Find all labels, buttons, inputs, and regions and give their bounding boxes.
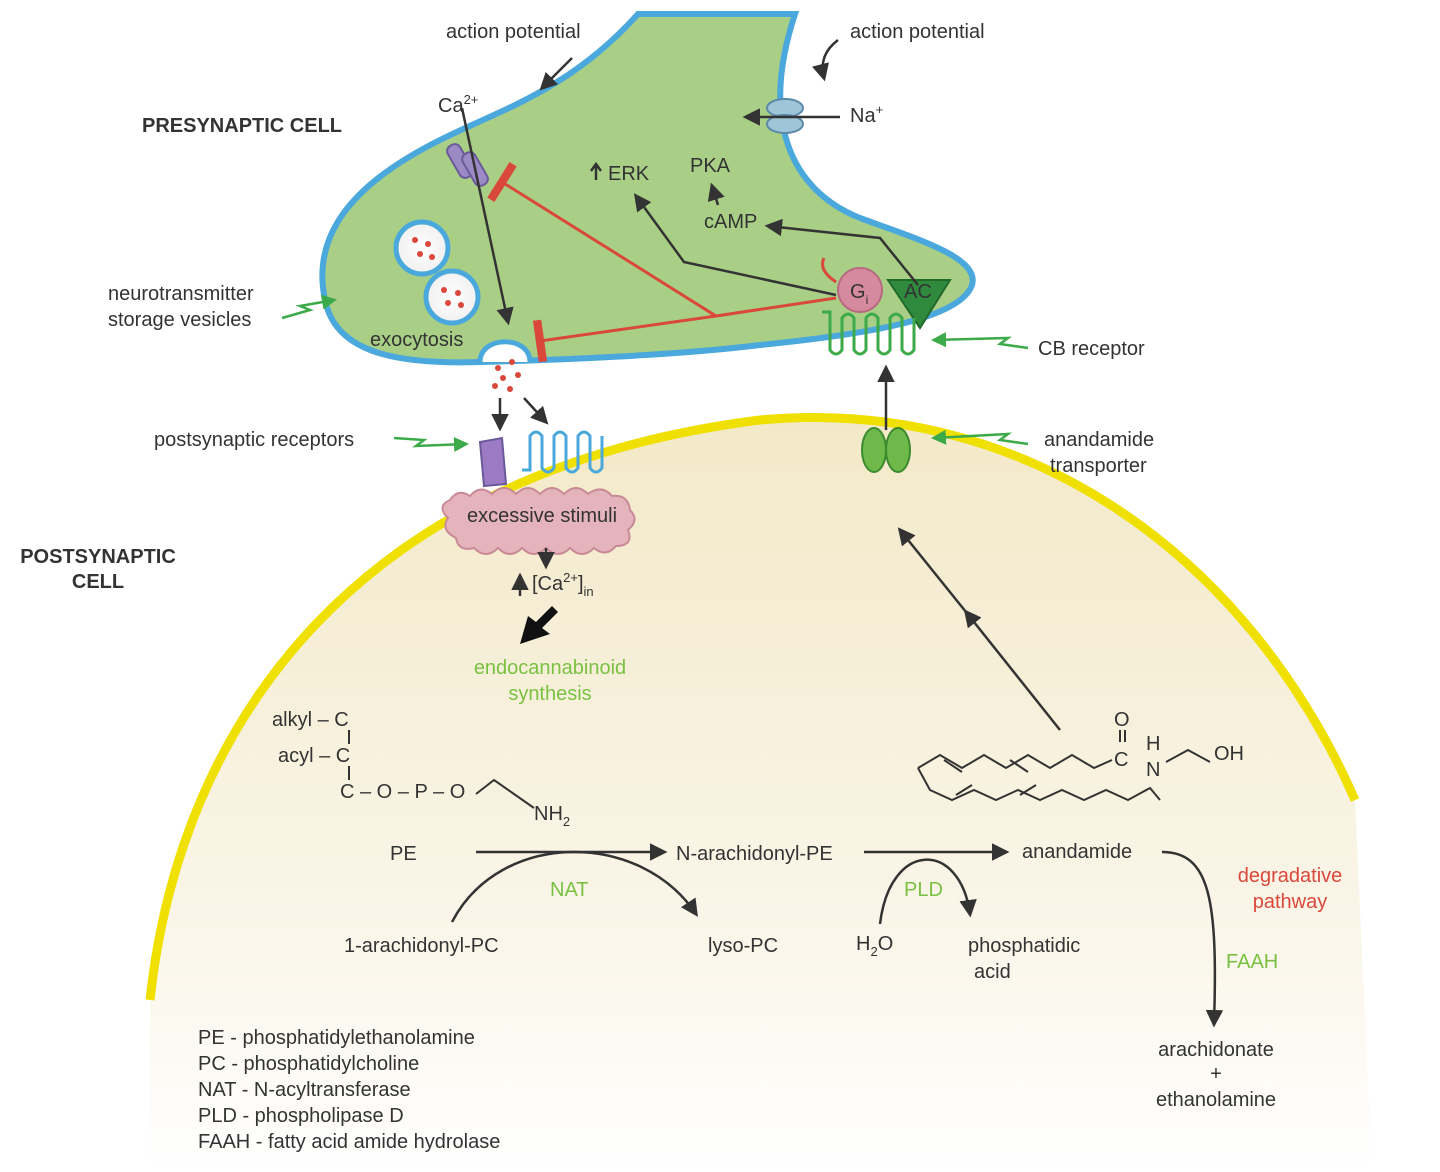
pld-label: PLD — [904, 879, 943, 901]
h2o-label: H2O — [856, 933, 893, 959]
postsynaptic-cell-label-2: CELL — [72, 571, 124, 593]
vesicle-pointer — [281, 294, 337, 320]
postsyn-receptor-pointer — [393, 436, 469, 452]
postsynaptic-cell-body — [150, 417, 1372, 1172]
degradation-arrow — [1161, 850, 1224, 1028]
transporter-pointer — [931, 429, 1029, 446]
action-potential-right-label: action potential — [850, 21, 985, 43]
anandamide-structure — [917, 730, 1211, 802]
anandamide-h-label: H — [1146, 733, 1160, 755]
anandamide-o-label: O — [1114, 709, 1130, 731]
anandamide-label: anandamide — [1022, 841, 1132, 863]
transporter-label-2: transporter — [1050, 455, 1147, 477]
inhibit-ac — [821, 257, 837, 284]
legend-line: NAT - N-acyltransferase — [198, 1079, 411, 1101]
vesicles-label-2: storage vesicles — [108, 309, 251, 331]
vesicles-label-1: neurotransmitter — [108, 283, 254, 305]
endocannabinoid-label-1: endocannabinoid — [474, 657, 626, 679]
vesicle-1 — [393, 219, 451, 277]
action-potential-left-label: action potential — [446, 21, 581, 43]
pld-arc — [878, 858, 977, 925]
ca-influx-arrow — [460, 107, 514, 326]
camp-arrow — [764, 218, 919, 286]
nt-arrow-2 — [523, 397, 549, 425]
legend-line: PC - phosphatidylcholine — [198, 1053, 419, 1075]
pe-backbone-label: C – O – P – O — [340, 781, 465, 803]
adenylyl-cyclase-icon — [886, 279, 952, 330]
excessive-stimuli-blob — [441, 487, 636, 555]
pka-label: PKA — [690, 155, 731, 177]
excessive-stimuli-label: excessive stimuli — [467, 505, 617, 527]
transport-arrow-2 — [897, 527, 967, 613]
transport-arrow-1 — [963, 609, 1061, 731]
ac-label: AC — [904, 281, 932, 303]
postsynaptic-cell-label-1: POSTSYNAPTIC — [20, 546, 176, 568]
acyl-label: acyl – C — [278, 745, 350, 767]
nat-arc — [450, 850, 698, 923]
gi-protein-icon — [837, 267, 883, 313]
vesicle-2 — [423, 268, 481, 326]
metabotropic-receptor-icon — [522, 430, 604, 474]
cb-receptor-label: CB receptor — [1038, 338, 1145, 360]
na-label: Na+ — [850, 102, 883, 127]
arachidonate-label: arachidonate — [1158, 1039, 1274, 1061]
legend-line: FAAH - fatty acid amide hydrolase — [198, 1131, 500, 1153]
endocannabinoid-label-2: synthesis — [508, 683, 591, 705]
lyso-pc-label: lyso-PC — [708, 935, 778, 957]
inhibit-exocytosis — [532, 314, 717, 363]
nh2-label: NH2 — [534, 803, 570, 829]
erk-arrow — [633, 193, 837, 297]
ca-label: Ca2+ — [438, 92, 478, 117]
degradative-pathway-label-1: degradative — [1238, 865, 1343, 887]
nat-label: NAT — [550, 879, 589, 901]
gi-label: Gi — [850, 281, 868, 307]
ap-arrow-left — [539, 57, 573, 91]
alkyl-label: alkyl – C — [272, 709, 349, 731]
pe-structure-bonds — [348, 730, 535, 809]
erk-up-arrow — [589, 161, 603, 180]
phosphatidic-acid-label-2: acid — [974, 961, 1011, 983]
presynaptic-cell-label: PRESYNAPTIC CELL — [142, 115, 342, 137]
phosphatidic-acid-label-1: phosphatidic — [968, 935, 1080, 957]
ionotropic-receptor-icon — [478, 436, 508, 488]
camp-label: cAMP — [704, 211, 757, 233]
legend-line: PE - phosphatidylethanolamine — [198, 1027, 475, 1049]
ca-in-label: [Ca2+]in — [532, 570, 594, 599]
exocytosis-label: exocytosis — [370, 329, 463, 351]
plus-label: + — [1210, 1063, 1222, 1085]
postsynaptic-receptors-label: postsynaptic receptors — [154, 429, 354, 451]
ethanolamine-label: ethanolamine — [1156, 1089, 1276, 1111]
neurotransmitter-release — [492, 359, 521, 392]
faah-label: FAAH — [1226, 951, 1278, 973]
n-arachidonyl-pe-label: N-arachidonyl-PE — [676, 843, 833, 865]
anandamide-transporter-icon — [861, 427, 911, 473]
degradative-pathway-label-2: pathway — [1253, 891, 1328, 913]
erk-label: ERK — [608, 163, 650, 185]
arachidonyl-pc-label: 1-arachidonyl-PC — [344, 935, 499, 957]
anandamide-oh-label: OH — [1214, 743, 1244, 765]
postsynaptic-membrane — [145, 413, 1360, 1001]
synthesis-big-arrow — [520, 606, 558, 644]
cb-receptor-icon — [822, 310, 916, 356]
ap-arrow-right — [812, 39, 839, 82]
anandamide-n-label: N — [1146, 759, 1160, 781]
abbreviation-legend: PE - phosphatidylethanolamine PC - phosp… — [198, 1027, 500, 1153]
anandamide-c-label: C — [1114, 749, 1128, 771]
transporter-label-1: anandamide — [1044, 429, 1154, 451]
presynaptic-cell-body — [319, 11, 976, 366]
pe-label: PE — [390, 843, 417, 865]
legend-line: PLD - phospholipase D — [198, 1105, 404, 1127]
exocytosis-pore — [477, 339, 533, 363]
camp-pka-arrow — [707, 182, 725, 206]
cb-receptor-pointer — [931, 332, 1029, 350]
